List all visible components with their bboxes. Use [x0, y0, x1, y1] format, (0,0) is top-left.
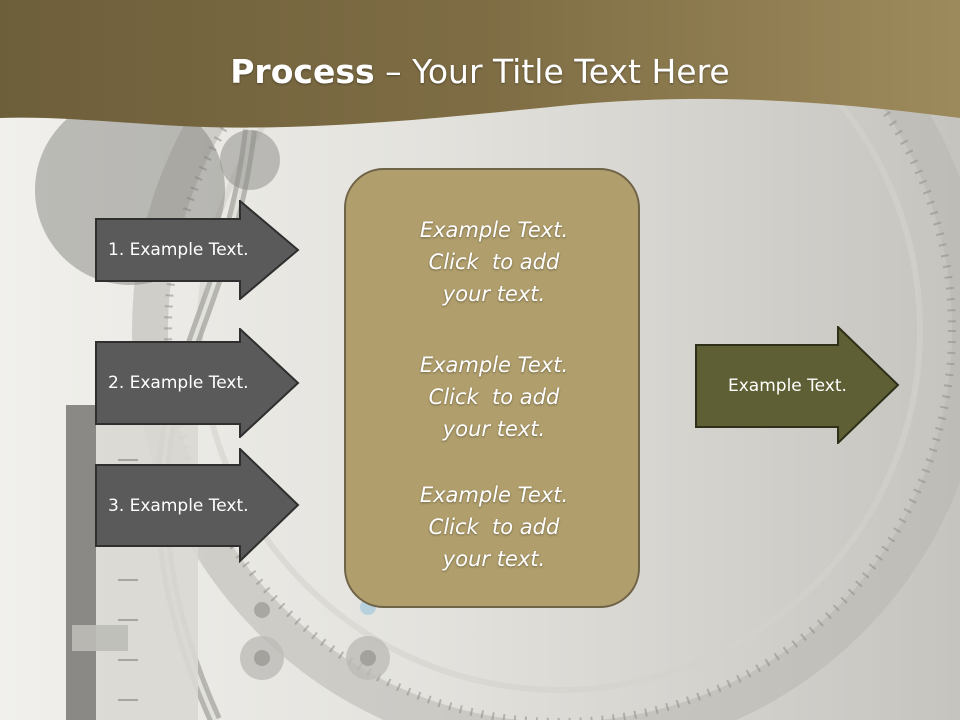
title-bold: Process — [230, 52, 375, 91]
arrow-shape-icon — [695, 326, 900, 444]
para-line: your text. — [442, 547, 546, 571]
result-arrow-label: Example Text. — [728, 376, 847, 396]
title-rest: – Your Title Text Here — [374, 52, 730, 91]
para-line: your text. — [442, 282, 546, 306]
step-label-1: 1. Example Text. — [108, 240, 249, 260]
slide-title: Process – Your Title Text Here — [0, 52, 960, 91]
para-line: Click to add — [428, 515, 560, 539]
step-arrow-2[interactable]: 2. Example Text. — [95, 328, 300, 438]
arrow-shape-icon — [95, 328, 300, 438]
arrow-shape-icon — [95, 448, 300, 563]
platter-outer — [132, 0, 960, 720]
arrow-shape-icon — [95, 200, 300, 300]
para-line: Example Text. — [419, 218, 569, 242]
para-line: Click to add — [428, 250, 560, 274]
center-text-box[interactable]: Example Text. Click to add your text. Ex… — [344, 168, 640, 608]
center-paragraph-1: Example Text. Click to add your text. — [346, 214, 642, 310]
para-line: Example Text. — [419, 353, 569, 377]
center-paragraph-3: Example Text. Click to add your text. — [346, 479, 642, 575]
step-arrow-1[interactable]: 1. Example Text. — [95, 200, 300, 300]
header-band — [0, 0, 960, 128]
step-arrow-3[interactable]: 3. Example Text. — [95, 448, 300, 563]
para-line: Click to add — [428, 385, 560, 409]
step-label-2: 2. Example Text. — [108, 373, 249, 393]
center-paragraph-2: Example Text. Click to add your text. — [346, 349, 642, 445]
para-line: your text. — [442, 417, 546, 441]
result-arrow[interactable]: Example Text. — [695, 326, 900, 444]
step-label-3: 3. Example Text. — [108, 495, 249, 516]
para-line: Example Text. — [419, 483, 569, 507]
